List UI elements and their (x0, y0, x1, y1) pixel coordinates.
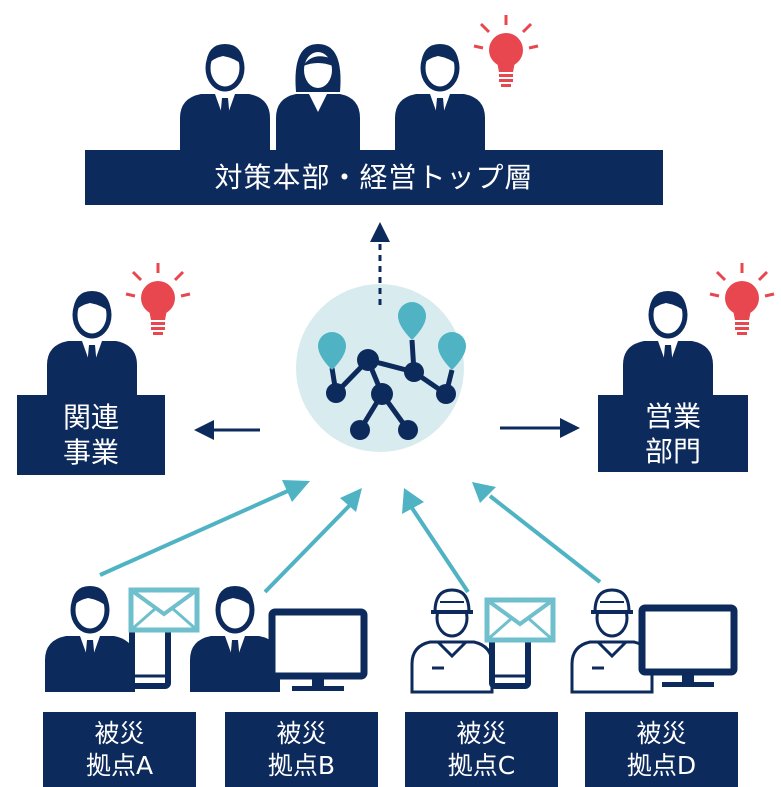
top-woman-icon (276, 44, 360, 150)
site-a-label: 被災 拠点A (85, 719, 154, 780)
site-c-envelope-icon (487, 600, 553, 640)
right-arrow-icon (500, 418, 580, 438)
site-c-worker-icon (410, 588, 494, 694)
related-business-label: 関連 事業 (62, 401, 119, 469)
top-lightbulb-icon (472, 13, 540, 89)
site-a-envelope-icon (131, 590, 197, 630)
sales-department-box: 営業 部門 (598, 395, 748, 472)
site-b-monitor-icon (272, 612, 364, 691)
top-person-2-icon (395, 44, 485, 150)
site-b-box: 被災 拠点B (225, 712, 378, 787)
up-arrow-icon (370, 222, 390, 305)
sales-lightbulb-icon (708, 261, 776, 337)
teal-arrow-a-icon (99, 480, 310, 577)
sales-person-icon (623, 291, 713, 397)
headquarters-box: 対策本部・経営トップ層 (85, 150, 663, 205)
site-b-person-icon (190, 586, 280, 692)
site-a-person-icon (45, 586, 135, 692)
related-lightbulb-icon (124, 261, 192, 337)
site-d-box: 被災 拠点D (585, 712, 738, 787)
site-b-label: 被災 拠点B (267, 719, 336, 780)
site-c-box: 被災 拠点C (405, 712, 558, 787)
site-a-box: 被災 拠点A (43, 712, 196, 787)
site-d-monitor-icon (642, 608, 734, 687)
related-business-box: 関連 事業 (17, 395, 165, 475)
sales-department-label: 営業 部門 (644, 399, 701, 468)
top-person-1-icon (180, 44, 270, 150)
site-c-label: 被災 拠点C (447, 719, 516, 780)
site-d-label: 被災 拠点D (626, 719, 697, 780)
teal-arrow-c-icon (402, 488, 470, 594)
related-person-icon (47, 291, 137, 397)
network-hub-icon (296, 284, 466, 452)
teal-arrow-b-icon (263, 488, 362, 594)
headquarters-label: 対策本部・経営トップ層 (214, 161, 534, 194)
left-arrow-icon (194, 420, 260, 440)
teal-arrow-d-icon (472, 482, 602, 584)
